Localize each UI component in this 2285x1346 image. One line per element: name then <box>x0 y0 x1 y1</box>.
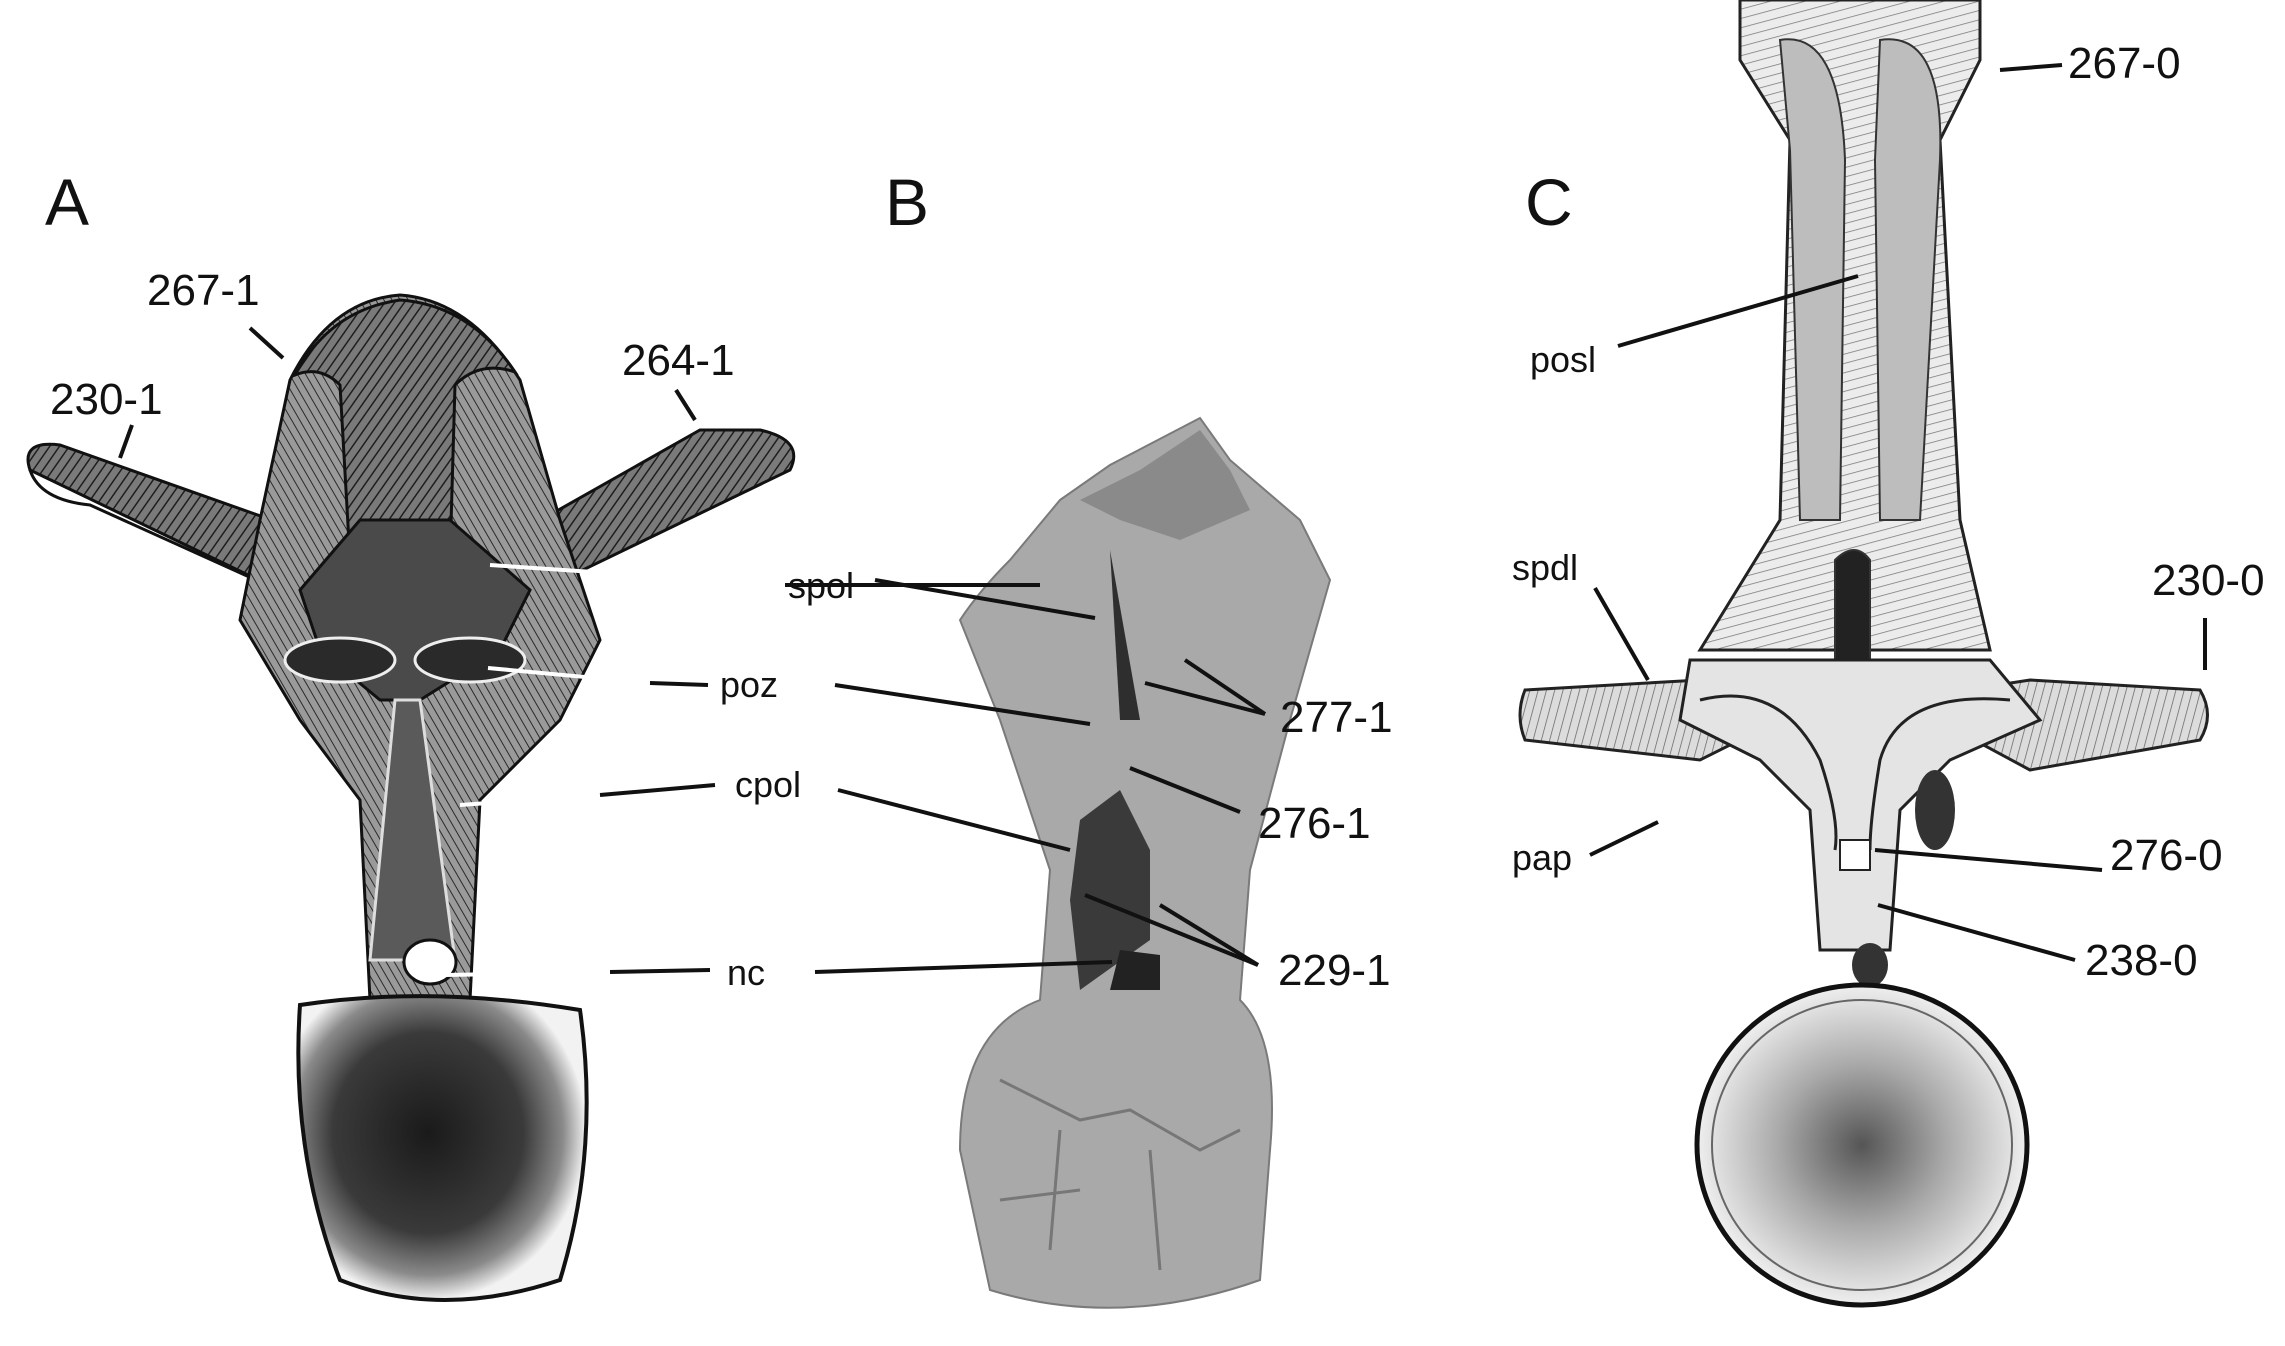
leader-277-1-a <box>1144 681 1266 716</box>
leader-276-0 <box>1874 848 2103 872</box>
label-poz: poz <box>720 664 778 705</box>
label-264-1: 264-1 <box>622 336 735 385</box>
label-spol: spol <box>788 565 854 606</box>
leader-238-0 <box>1877 903 2076 962</box>
leader-pap <box>1589 820 1659 857</box>
leader-cpol-b <box>599 783 716 797</box>
leader-229-1-a <box>1084 893 1259 967</box>
leader-spol-a <box>489 563 786 587</box>
panel-letter-c: C <box>1525 165 1573 239</box>
leader-cpol-b-right <box>837 788 1071 852</box>
leader-spol-b-right <box>874 578 1096 620</box>
leader-poz <box>487 666 651 685</box>
label-277-1: 277-1 <box>1280 693 1393 742</box>
panel-b-specimen-photo <box>958 416 1332 1309</box>
label-238-0: 238-0 <box>2085 936 2198 985</box>
leader-cpol <box>459 793 601 807</box>
label-pap: pap <box>1512 837 1572 878</box>
label-230-0: 230-0 <box>2152 556 2265 605</box>
panel-letter-a: A <box>45 165 89 239</box>
leader-poz-b-right <box>834 683 1091 726</box>
leader-nc-b-right <box>814 960 1113 974</box>
leader-276-1 <box>1129 766 1241 814</box>
leader-lines <box>118 63 2207 977</box>
panel-labels: A B C 267-1 230-1 264-1 spol poz cpol nc… <box>45 39 2265 995</box>
leader-spdl <box>1593 587 1650 681</box>
label-276-0: 276-0 <box>2110 831 2223 880</box>
label-267-1: 267-1 <box>147 266 260 315</box>
panel-a-vertebra-illustration <box>26 293 796 1302</box>
leader-267-0 <box>1999 63 2063 72</box>
leader-230-1 <box>118 424 134 459</box>
leader-267-1 <box>248 326 285 360</box>
label-267-0: 267-0 <box>2068 39 2181 88</box>
label-posl: posl <box>1530 339 1596 380</box>
leader-posl <box>1617 274 1859 348</box>
leader-277-1-b <box>1183 658 1267 716</box>
label-229-1: 229-1 <box>1278 946 1391 995</box>
label-nc: nc <box>727 952 765 993</box>
panel-letter-b: B <box>885 165 929 239</box>
leader-poz-b <box>649 681 709 687</box>
label-cpol: cpol <box>735 764 801 805</box>
leader-nc-b <box>609 968 711 974</box>
leader-229-1-b <box>1158 903 1260 967</box>
leader-264-1 <box>674 388 697 422</box>
label-276-1: 276-1 <box>1258 799 1371 848</box>
label-spdl: spdl <box>1512 547 1578 588</box>
label-230-1: 230-1 <box>50 375 163 424</box>
panel-c-vertebra-drawing <box>1518 0 2209 1308</box>
leader-nc <box>444 970 611 977</box>
